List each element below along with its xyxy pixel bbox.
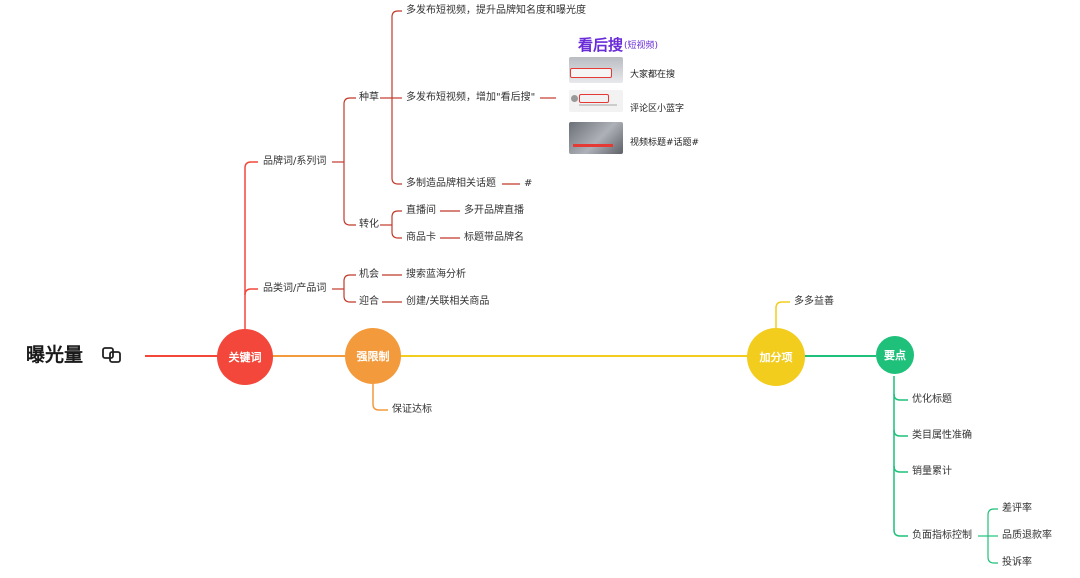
brand-word-label[interactable]: 品牌词/系列词 [263, 156, 327, 167]
negative-item-3[interactable]: 投诉率 [1002, 557, 1032, 568]
kanhousou-item-1: 大家都在搜 [630, 70, 676, 80]
kanhousou-item-3: 视频标题#话题# [630, 138, 700, 148]
node-strong-limit[interactable]: 强限制 [345, 328, 401, 384]
kanhousou-item-2: 评论区小蓝字 [630, 104, 685, 114]
category-word-label[interactable]: 品类词/产品词 [263, 283, 327, 294]
thumbnail-comment [569, 90, 623, 112]
key-point-3[interactable]: 销量累计 [912, 466, 952, 477]
key-point-2[interactable]: 类目属性准确 [912, 430, 972, 441]
key-point-1[interactable]: 优化标题 [912, 394, 952, 405]
strong-limit-item[interactable]: 保证达标 [392, 404, 432, 415]
live-room-detail[interactable]: 多开品牌直播 [464, 205, 524, 216]
link-icon[interactable] [101, 345, 123, 365]
opportunity-label[interactable]: 机会 [359, 269, 379, 280]
hash-label[interactable]: # [524, 178, 533, 189]
live-room-label[interactable]: 直播间 [406, 205, 436, 216]
category-word-connector [244, 288, 258, 296]
product-card-detail[interactable]: 标题带品牌名 [464, 232, 524, 243]
bonus-item[interactable]: 多多益善 [794, 296, 834, 307]
negative-item-1[interactable]: 差评率 [1002, 503, 1032, 514]
thumbnail-search [569, 57, 623, 83]
seeding-item-1[interactable]: 多发布短视频，提升品牌知名度和曝光度 [406, 5, 586, 16]
seeding-item-2[interactable]: 多发布短视频，增加"看后搜" [406, 92, 536, 103]
opportunity-detail[interactable]: 搜索蓝海分析 [406, 269, 466, 280]
root-title[interactable]: 曝光量 [26, 344, 84, 366]
node-bonus[interactable]: 加分项 [747, 328, 805, 386]
cater-detail[interactable]: 创建/关联相关商品 [406, 296, 490, 307]
key-point-4[interactable]: 负面指标控制 [912, 530, 972, 541]
negative-item-2[interactable]: 品质退款率 [1002, 530, 1052, 541]
node-keywords[interactable]: 关键词 [217, 329, 273, 385]
node-key-points[interactable]: 要点 [876, 336, 914, 374]
seeding-item-3[interactable]: 多制造品牌相关话题 [406, 178, 496, 189]
thumbnail-video [569, 122, 623, 154]
seeding-label[interactable]: 种草 [359, 92, 379, 103]
kanhousou-title: 看后搜 [578, 36, 624, 54]
conversion-label[interactable]: 转化 [359, 219, 379, 230]
cater-label[interactable]: 迎合 [359, 296, 379, 307]
kanhousou-subtitle: (短视频) [624, 41, 659, 51]
brand-word-connector [244, 161, 258, 330]
product-card-label[interactable]: 商品卡 [406, 232, 436, 243]
